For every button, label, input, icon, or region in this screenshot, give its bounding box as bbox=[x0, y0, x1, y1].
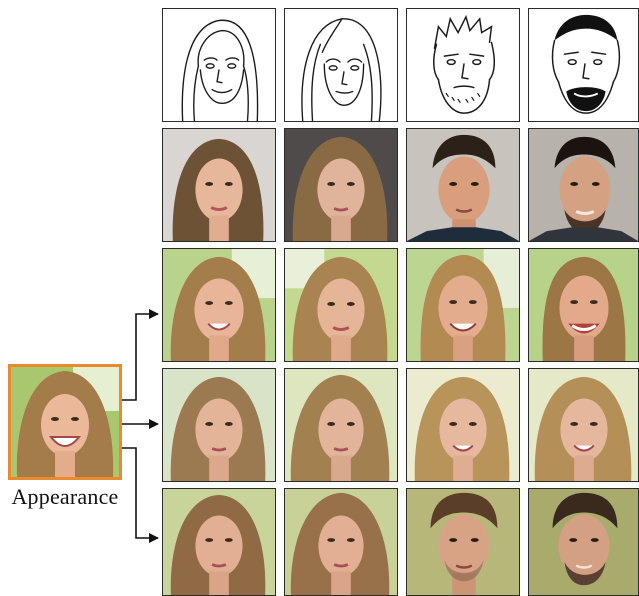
result-row3-col1 bbox=[162, 368, 276, 482]
result-row1-col4 bbox=[528, 128, 639, 242]
result-row2-col1 bbox=[162, 248, 276, 362]
result-row4-col2 bbox=[284, 488, 398, 596]
result-row3-col2 bbox=[284, 368, 398, 482]
result-row1-col3 bbox=[406, 128, 520, 242]
result-row3-col3 bbox=[406, 368, 520, 482]
sketch-male-2 bbox=[528, 8, 639, 122]
result-row4-col1 bbox=[162, 488, 276, 596]
appearance-reference-image bbox=[8, 364, 122, 480]
sketch-male-1 bbox=[406, 8, 520, 122]
sketch-female-1 bbox=[162, 8, 276, 122]
result-row1-col2 bbox=[284, 128, 398, 242]
appearance-label: Appearance bbox=[11, 484, 119, 509]
result-row3-col4 bbox=[528, 368, 639, 482]
result-row1-col1 bbox=[162, 128, 276, 242]
result-row2-col4 bbox=[528, 248, 639, 362]
result-row2-col3 bbox=[406, 248, 520, 362]
result-row4-col3 bbox=[406, 488, 520, 596]
result-row2-col2 bbox=[284, 248, 398, 362]
result-row4-col4 bbox=[528, 488, 639, 596]
sketch-female-2 bbox=[284, 8, 398, 122]
arrow-to-row2 bbox=[122, 309, 159, 401]
